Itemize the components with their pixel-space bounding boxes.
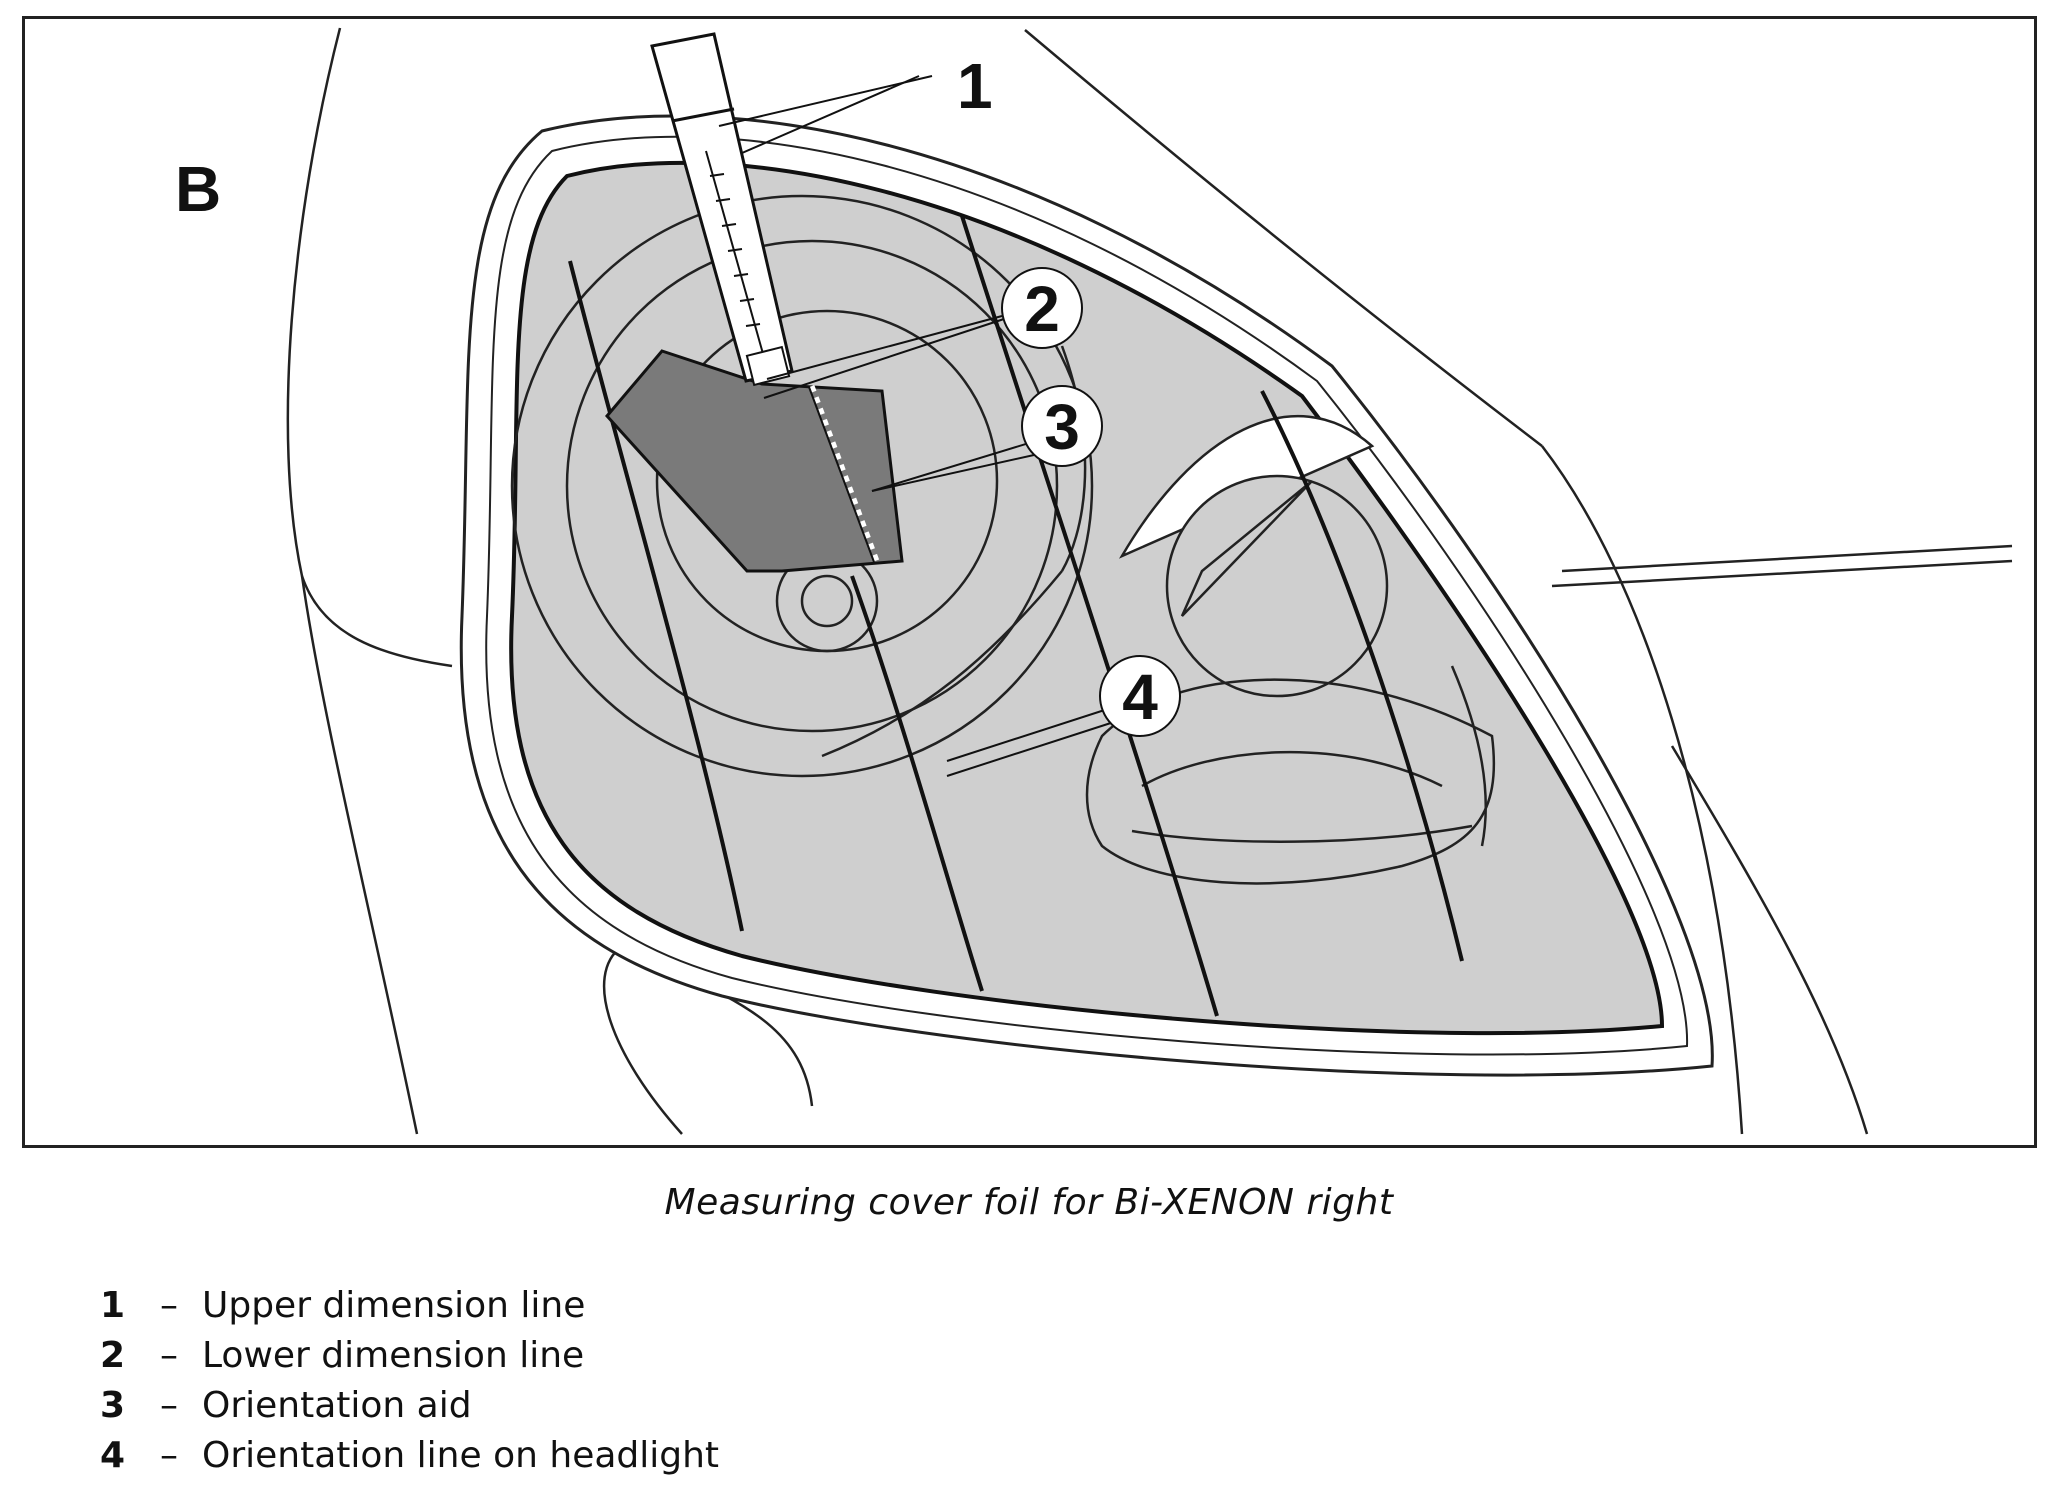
callout-3: 3	[1044, 391, 1080, 463]
callout-1: 1	[957, 50, 993, 122]
legend-number: 3	[100, 1385, 126, 1426]
legend-number: 4	[100, 1435, 126, 1476]
callout-2-marker: 2	[1001, 267, 1083, 349]
callout-4: 4	[1122, 661, 1158, 733]
headlight-diagram: B 1 2 3 4	[22, 16, 2037, 1148]
legend-number: 1	[100, 1285, 126, 1326]
callout-4-marker: 4	[1099, 655, 1181, 737]
legend-list: 1 – Upper dimension line 2 – Lower dimen…	[100, 1285, 719, 1485]
legend-text: Lower dimension line	[202, 1335, 585, 1376]
legend-text: Orientation aid	[202, 1385, 472, 1426]
callout-3-marker: 3	[1021, 385, 1103, 467]
figure-caption: Measuring cover foil for Bi-XENON right	[664, 1182, 1394, 1223]
legend-item: 4 – Orientation line on headlight	[100, 1435, 719, 1485]
legend-item: 2 – Lower dimension line	[100, 1335, 719, 1385]
cover-foil	[605, 349, 904, 573]
view-label: B	[175, 153, 221, 225]
leader-lines	[718, 75, 1118, 777]
legend-dash: –	[160, 1435, 178, 1476]
orientation-aid-edge	[808, 386, 875, 563]
legend-number: 2	[100, 1335, 126, 1376]
legend-text: Upper dimension line	[202, 1285, 586, 1326]
legend-item: 1 – Upper dimension line	[100, 1285, 719, 1335]
legend-item: 3 – Orientation aid	[100, 1385, 719, 1435]
legend-dash: –	[160, 1385, 178, 1426]
callout-2: 2	[1024, 273, 1060, 345]
legend-text: Orientation line on headlight	[202, 1435, 720, 1476]
legend-dash: –	[160, 1285, 178, 1326]
legend-dash: –	[160, 1335, 178, 1376]
headlight-illustration: B 1 2 3 4	[22, 16, 2037, 1148]
